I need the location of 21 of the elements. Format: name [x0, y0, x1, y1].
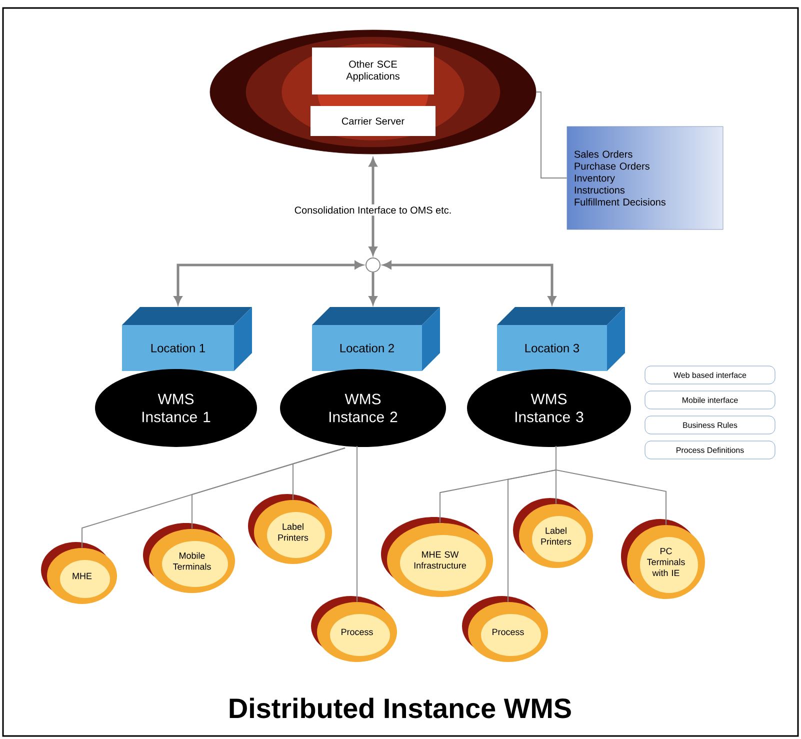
component-sphere: MHE — [41, 542, 117, 604]
arrow — [383, 261, 556, 304]
component-sphere: Label Printers — [513, 498, 593, 568]
component-sphere: Label Printers — [248, 494, 332, 564]
arrow — [174, 261, 363, 304]
title: Distributed Instance WMS — [230, 698, 571, 718]
data-box: Sales Orders Purchase Orders Inventory Instructions Fulfillment Decisions — [566, 126, 724, 230]
component-sphere: PC Terminals with IE — [621, 519, 705, 599]
location-cube: Location 2 — [312, 307, 440, 371]
component-sphere: Process — [462, 596, 548, 662]
component-sphere: Mobile Terminals — [143, 523, 235, 593]
location-cube: Location 3 — [497, 307, 625, 371]
text-box: Other SCE Applications — [312, 48, 434, 94]
component-sphere: MHE SW Infrastructure — [381, 517, 493, 597]
edge-label: Consolidation Interface to OMS etc. — [292, 204, 454, 216]
arrow — [369, 158, 377, 255]
component-sphere: Process — [311, 596, 397, 662]
arrow — [369, 272, 377, 304]
location-cube: Location 1 — [122, 307, 252, 371]
junction-dot — [366, 258, 380, 272]
text-box: Carrier Server — [310, 106, 436, 136]
